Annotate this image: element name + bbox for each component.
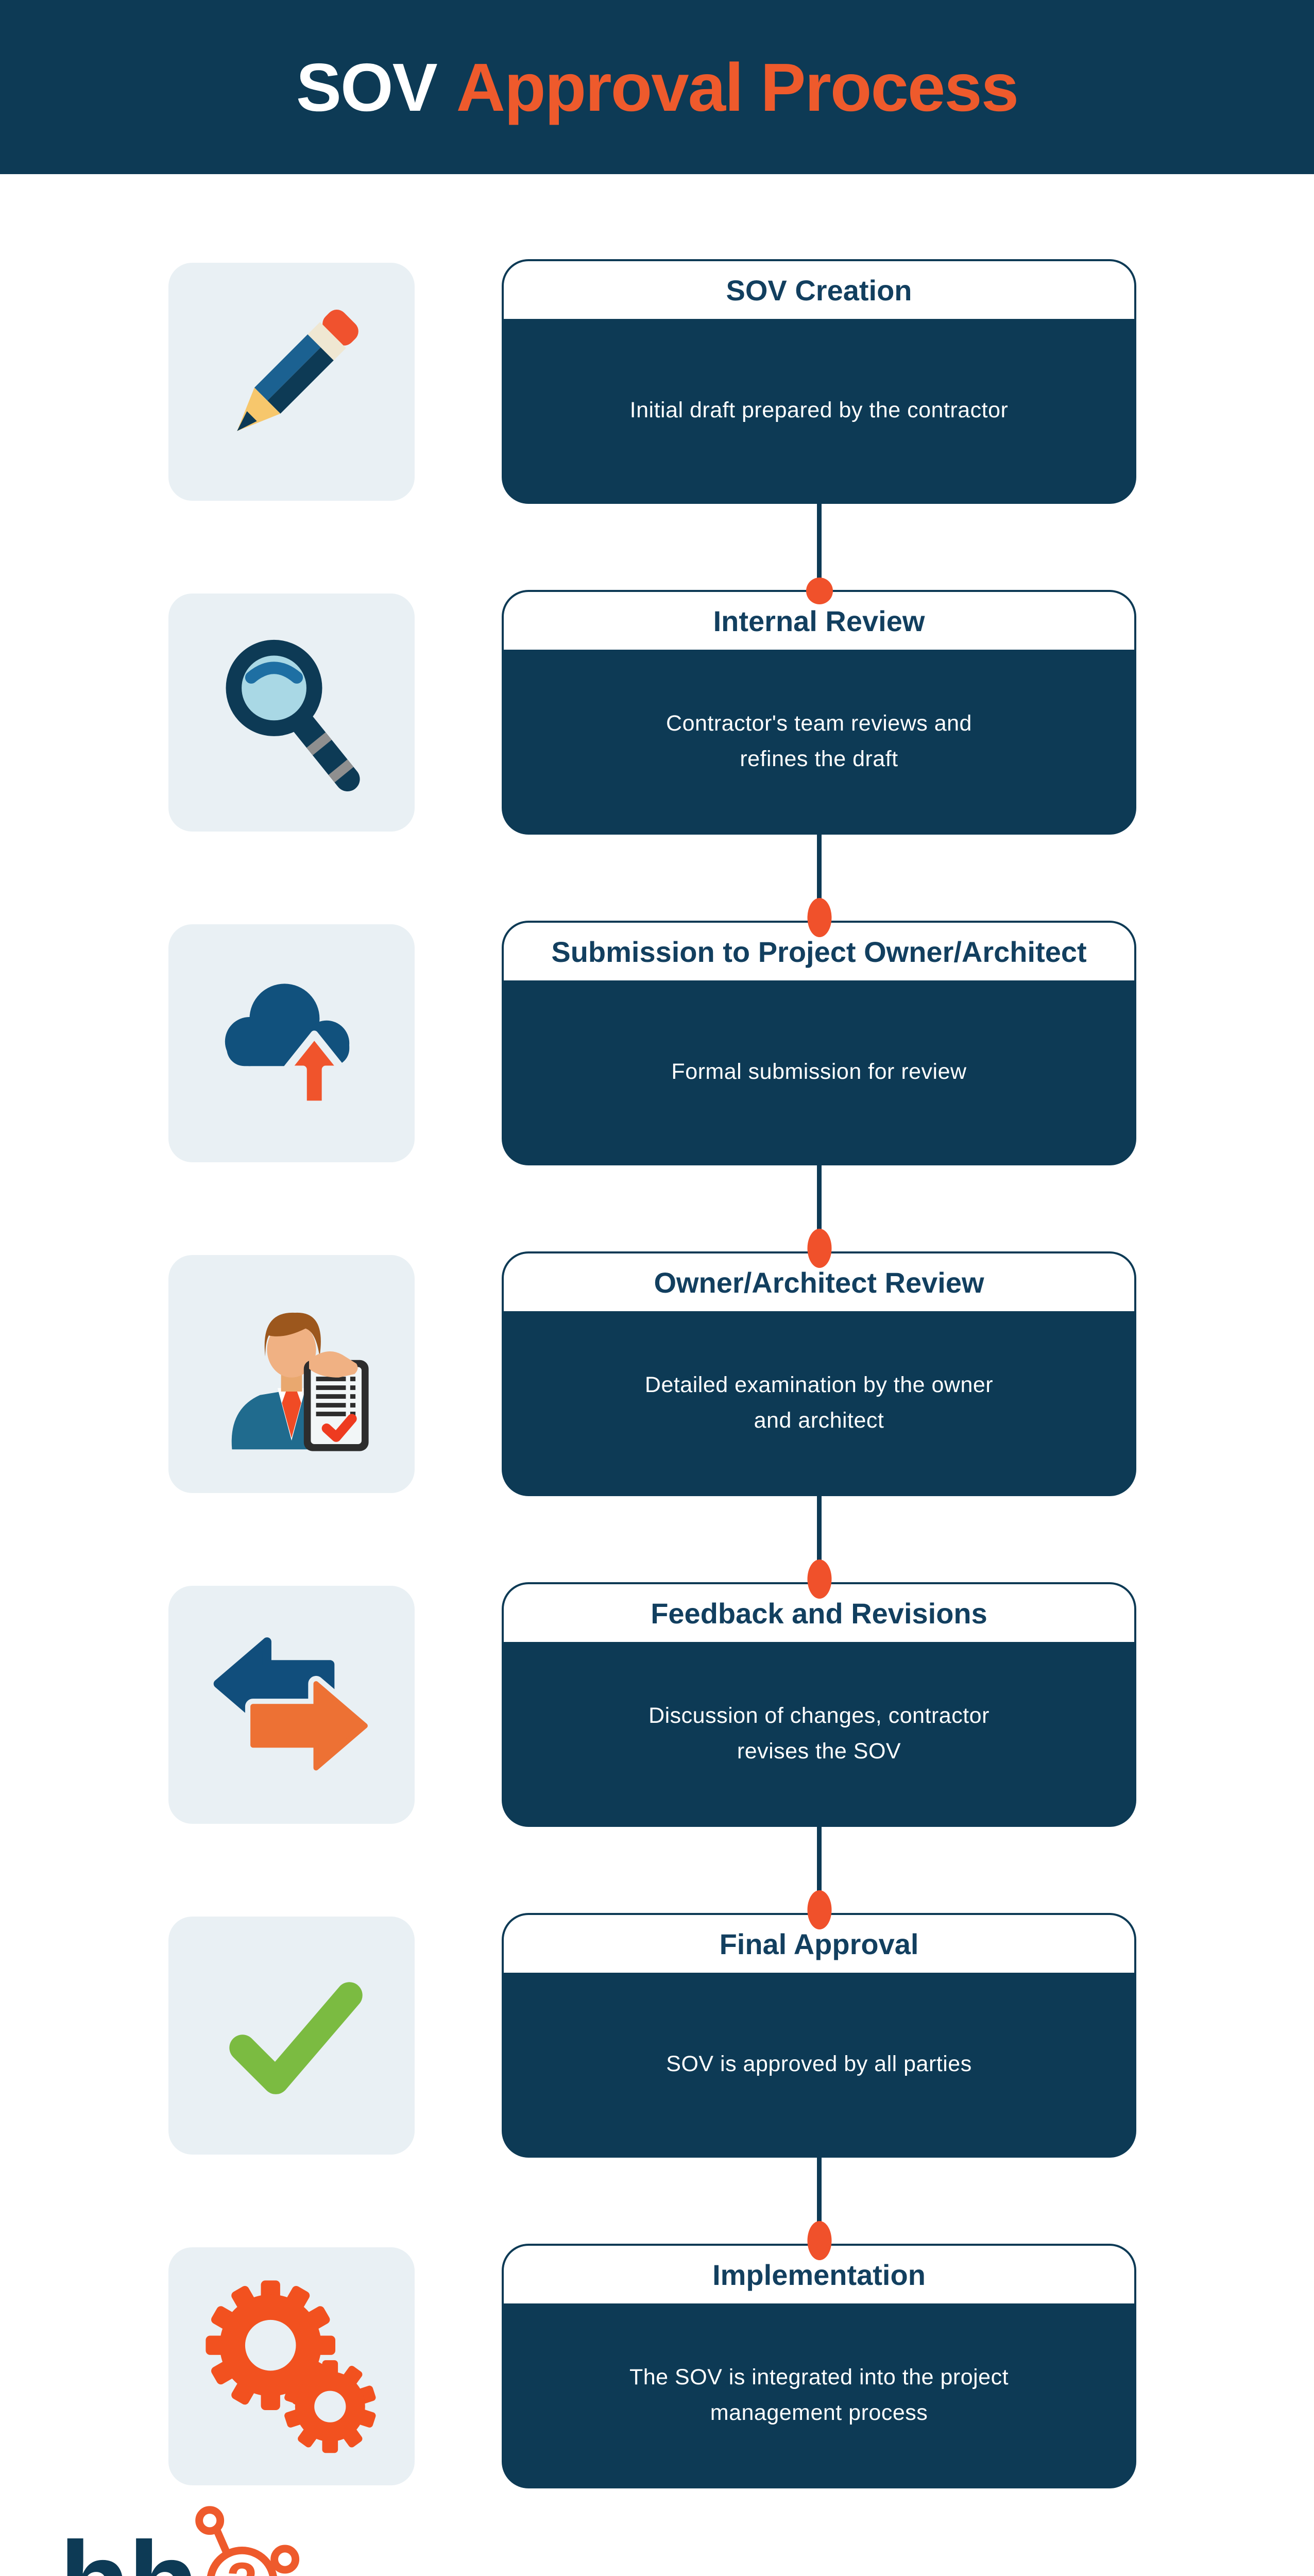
step-description: SOV is approved by all parties — [666, 2052, 972, 2077]
timeline-dot — [807, 1229, 831, 1268]
process-step-feedback-revisions: Feedback and Revisions Discussion of cha… — [0, 1582, 1314, 1827]
timeline-connector — [807, 2158, 831, 2260]
timeline-dot — [807, 1560, 831, 1599]
timeline-connector — [807, 1827, 831, 1929]
step-icon-tile — [168, 263, 415, 501]
step-card: Owner/Architect Review Detailed examinat… — [502, 1251, 1136, 1496]
process-step-final-approval: Final Approval SOV is approved by all pa… — [0, 1913, 1314, 2158]
process-step-internal-review: Internal Review Contractor's team review… — [0, 590, 1314, 835]
timeline-dot — [807, 1890, 831, 1929]
hh2-logo-mark-icon: 2 — [195, 2506, 300, 2576]
timeline-dot — [806, 578, 833, 604]
step-description: Discussion of changes, contractor revise… — [649, 1703, 989, 1764]
pencil-icon — [237, 310, 359, 431]
header-title-approval-process: Approval Process — [456, 49, 1019, 125]
process-step-owner-architect-review: Owner/Architect Review Detailed examinat… — [0, 1251, 1314, 1496]
hh2-logo-word: hh — [59, 2524, 199, 2576]
step-card: Submission to Project Owner/Architect Fo… — [502, 921, 1136, 1165]
step-icon-tile — [168, 2247, 415, 2485]
process-step-sov-creation: SOV Creation Initial draft prepared by t… — [0, 259, 1314, 504]
step-description: Initial draft prepared by the contractor — [629, 398, 1009, 423]
reviewer-checklist-icon — [231, 1312, 369, 1451]
magnifying-glass-icon — [226, 639, 360, 791]
timeline-connector — [807, 835, 831, 937]
step-icon-tile — [168, 1917, 415, 2155]
header-title-sov: SOV — [296, 49, 438, 125]
process-step-implementation: Implementation The SOV is integrated int… — [0, 2244, 1314, 2488]
step-description: Detailed examination by the owner and ar… — [644, 1372, 994, 1433]
hh2-logo-digit: 2 — [227, 2551, 258, 2576]
cloud-upload-icon — [225, 984, 350, 1109]
timeline-dot — [807, 898, 831, 937]
step-card: SOV Creation Initial draft prepared by t… — [502, 259, 1136, 504]
timeline-dot — [807, 2221, 831, 2260]
step-icon-tile — [168, 924, 415, 1162]
step-description: Contractor's team reviews and refines th… — [666, 710, 972, 771]
step-icon-tile — [168, 1586, 415, 1824]
step-card: Final Approval SOV is approved by all pa… — [502, 1913, 1136, 2158]
timeline-connector — [807, 1165, 831, 1268]
step-description: The SOV is integrated into the project m… — [629, 2364, 1009, 2425]
green-check-icon — [229, 1982, 363, 2094]
timeline-connector — [806, 504, 833, 604]
infographic-header: SOV Approval Process — [0, 0, 1314, 174]
exchange-arrows-icon — [213, 1637, 373, 1776]
timeline-connector — [807, 1496, 831, 1599]
step-title: SOV Creation — [504, 261, 1134, 319]
step-icon-tile — [168, 1255, 415, 1493]
step-title: Submission to Project Owner/Architect — [504, 923, 1134, 980]
step-card: Feedback and Revisions Discussion of cha… — [502, 1582, 1136, 1827]
step-card: Implementation The SOV is integrated int… — [502, 2244, 1136, 2488]
step-card: Internal Review Contractor's team review… — [502, 590, 1136, 835]
gears-icon — [206, 2280, 376, 2453]
step-icon-tile — [168, 594, 415, 832]
process-step-submission: Submission to Project Owner/Architect Fo… — [0, 921, 1314, 1165]
step-description: Formal submission for review — [671, 1059, 967, 1084]
